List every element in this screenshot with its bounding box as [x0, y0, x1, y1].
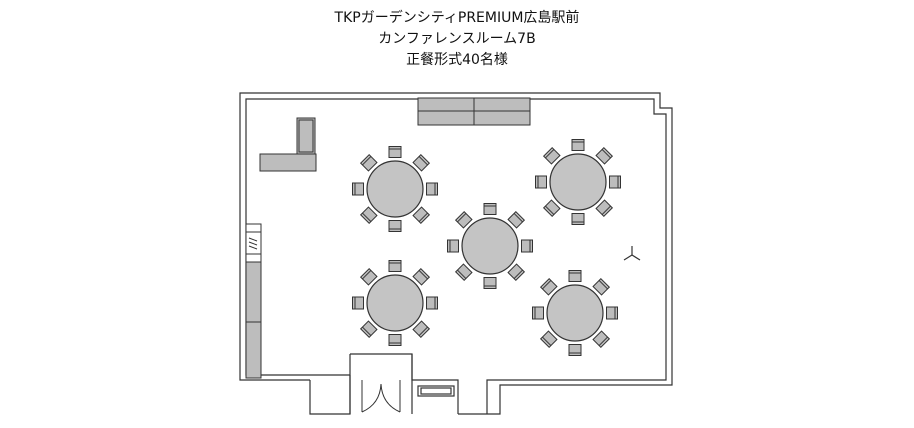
- chair: [359, 206, 378, 225]
- table-top: [461, 217, 519, 275]
- chair: [571, 213, 585, 225]
- chair: [352, 296, 364, 310]
- bottom-shelf: [417, 385, 455, 397]
- chair: [535, 175, 547, 189]
- chair: [388, 220, 402, 232]
- wall-left-bottom: [309, 375, 351, 415]
- chair: [388, 260, 402, 272]
- round-table-3: [447, 203, 533, 289]
- chair: [359, 267, 378, 286]
- chair: [412, 206, 431, 225]
- chair: [595, 146, 614, 165]
- room-name: カンファレンスルーム7B: [378, 31, 536, 47]
- chair: [426, 182, 438, 196]
- table-top: [366, 274, 424, 332]
- chair: [412, 153, 431, 172]
- chair: [595, 199, 614, 218]
- chair: [592, 330, 611, 349]
- table-top: [549, 153, 607, 211]
- round-table-2: [535, 139, 621, 225]
- chair: [447, 239, 459, 253]
- chair: [483, 203, 497, 215]
- layout-caption: 正餐形式40名様: [406, 52, 508, 68]
- chair: [359, 153, 378, 172]
- venue-title: TKPガーデンシティPREMIUM広島駅前: [334, 10, 580, 26]
- chair: [542, 199, 561, 218]
- chair: [507, 210, 526, 229]
- top-cabinets: [417, 97, 531, 126]
- chair: [568, 344, 582, 356]
- chair: [454, 210, 473, 229]
- table-top: [546, 284, 604, 342]
- chair: [568, 270, 582, 282]
- round-table-4: [352, 260, 438, 346]
- ceiling-fan-icon: [623, 246, 641, 261]
- table-top: [366, 160, 424, 218]
- chair: [352, 182, 364, 196]
- double-door-icon: [361, 380, 401, 413]
- wardrobe-icon: [245, 223, 262, 379]
- chair: [412, 320, 431, 339]
- round-table-1: [352, 146, 438, 232]
- chair: [532, 306, 544, 320]
- chair: [483, 277, 497, 289]
- l-shaped-counter-icon: [259, 117, 317, 172]
- chair: [542, 146, 561, 165]
- chair: [412, 267, 431, 286]
- chair: [592, 277, 611, 296]
- chair: [454, 263, 473, 282]
- chair: [539, 277, 558, 296]
- chair: [606, 306, 618, 320]
- door-frame: [350, 353, 459, 414]
- chair: [539, 330, 558, 349]
- chair: [507, 263, 526, 282]
- round-table-5: [532, 270, 618, 356]
- chair: [426, 296, 438, 310]
- round-tables: [352, 139, 621, 356]
- chair: [571, 139, 585, 151]
- chair: [388, 146, 402, 158]
- chair: [359, 320, 378, 339]
- chair: [388, 334, 402, 346]
- title-block: TKPガーデンシティPREMIUM広島駅前 カンファレンスルーム7B 正餐形式4…: [0, 8, 914, 71]
- wall-outer: [239, 92, 673, 415]
- chair: [609, 175, 621, 189]
- chair: [521, 239, 533, 253]
